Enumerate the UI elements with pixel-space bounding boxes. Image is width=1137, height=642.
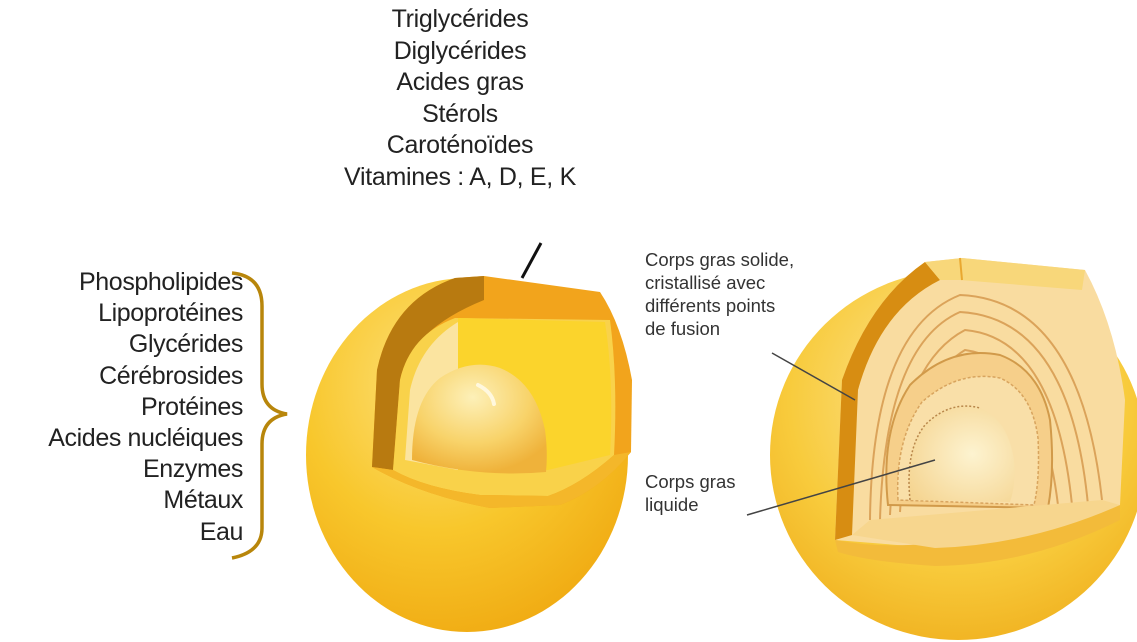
core-item: Acides gras bbox=[325, 67, 595, 99]
solid-fat-label: Corps gras solide, cristallisé avec diff… bbox=[645, 248, 794, 340]
membrane-item: Lipoprotéines bbox=[48, 298, 243, 329]
membrane-component-list: Phospholipides Lipoprotéines Glycérides … bbox=[48, 267, 243, 548]
core-component-list: Triglycérides Diglycérides Acides gras S… bbox=[325, 4, 595, 193]
membrane-item: Protéines bbox=[48, 392, 243, 423]
liquid-fat-label-line: liquide bbox=[645, 493, 735, 516]
liquid-fat-label-line: Corps gras bbox=[645, 470, 735, 493]
core-list-pointer bbox=[522, 243, 541, 278]
solid-fat-label-line: Corps gras solide, bbox=[645, 248, 794, 271]
left-fat-globule bbox=[306, 243, 632, 632]
membrane-item: Eau bbox=[48, 517, 243, 548]
membrane-item: Métaux bbox=[48, 485, 243, 516]
membrane-item: Phospholipides bbox=[48, 267, 243, 298]
liquid-fat-label: Corps gras liquide bbox=[645, 470, 735, 516]
core-item: Diglycérides bbox=[325, 36, 595, 68]
right-fat-globule bbox=[747, 258, 1137, 640]
membrane-item: Enzymes bbox=[48, 454, 243, 485]
membrane-item: Cérébrosides bbox=[48, 361, 243, 392]
core-item: Vitamines : A, D, E, K bbox=[325, 162, 595, 194]
solid-fat-label-line: cristallisé avec bbox=[645, 271, 794, 294]
core-item: Stérols bbox=[325, 99, 595, 131]
core-item: Caroténoïdes bbox=[325, 130, 595, 162]
membrane-item: Acides nucléiques bbox=[48, 423, 243, 454]
core-item: Triglycérides bbox=[325, 4, 595, 36]
solid-fat-label-line: de fusion bbox=[645, 317, 794, 340]
membrane-item: Glycérides bbox=[48, 329, 243, 360]
solid-fat-label-line: différents points bbox=[645, 294, 794, 317]
